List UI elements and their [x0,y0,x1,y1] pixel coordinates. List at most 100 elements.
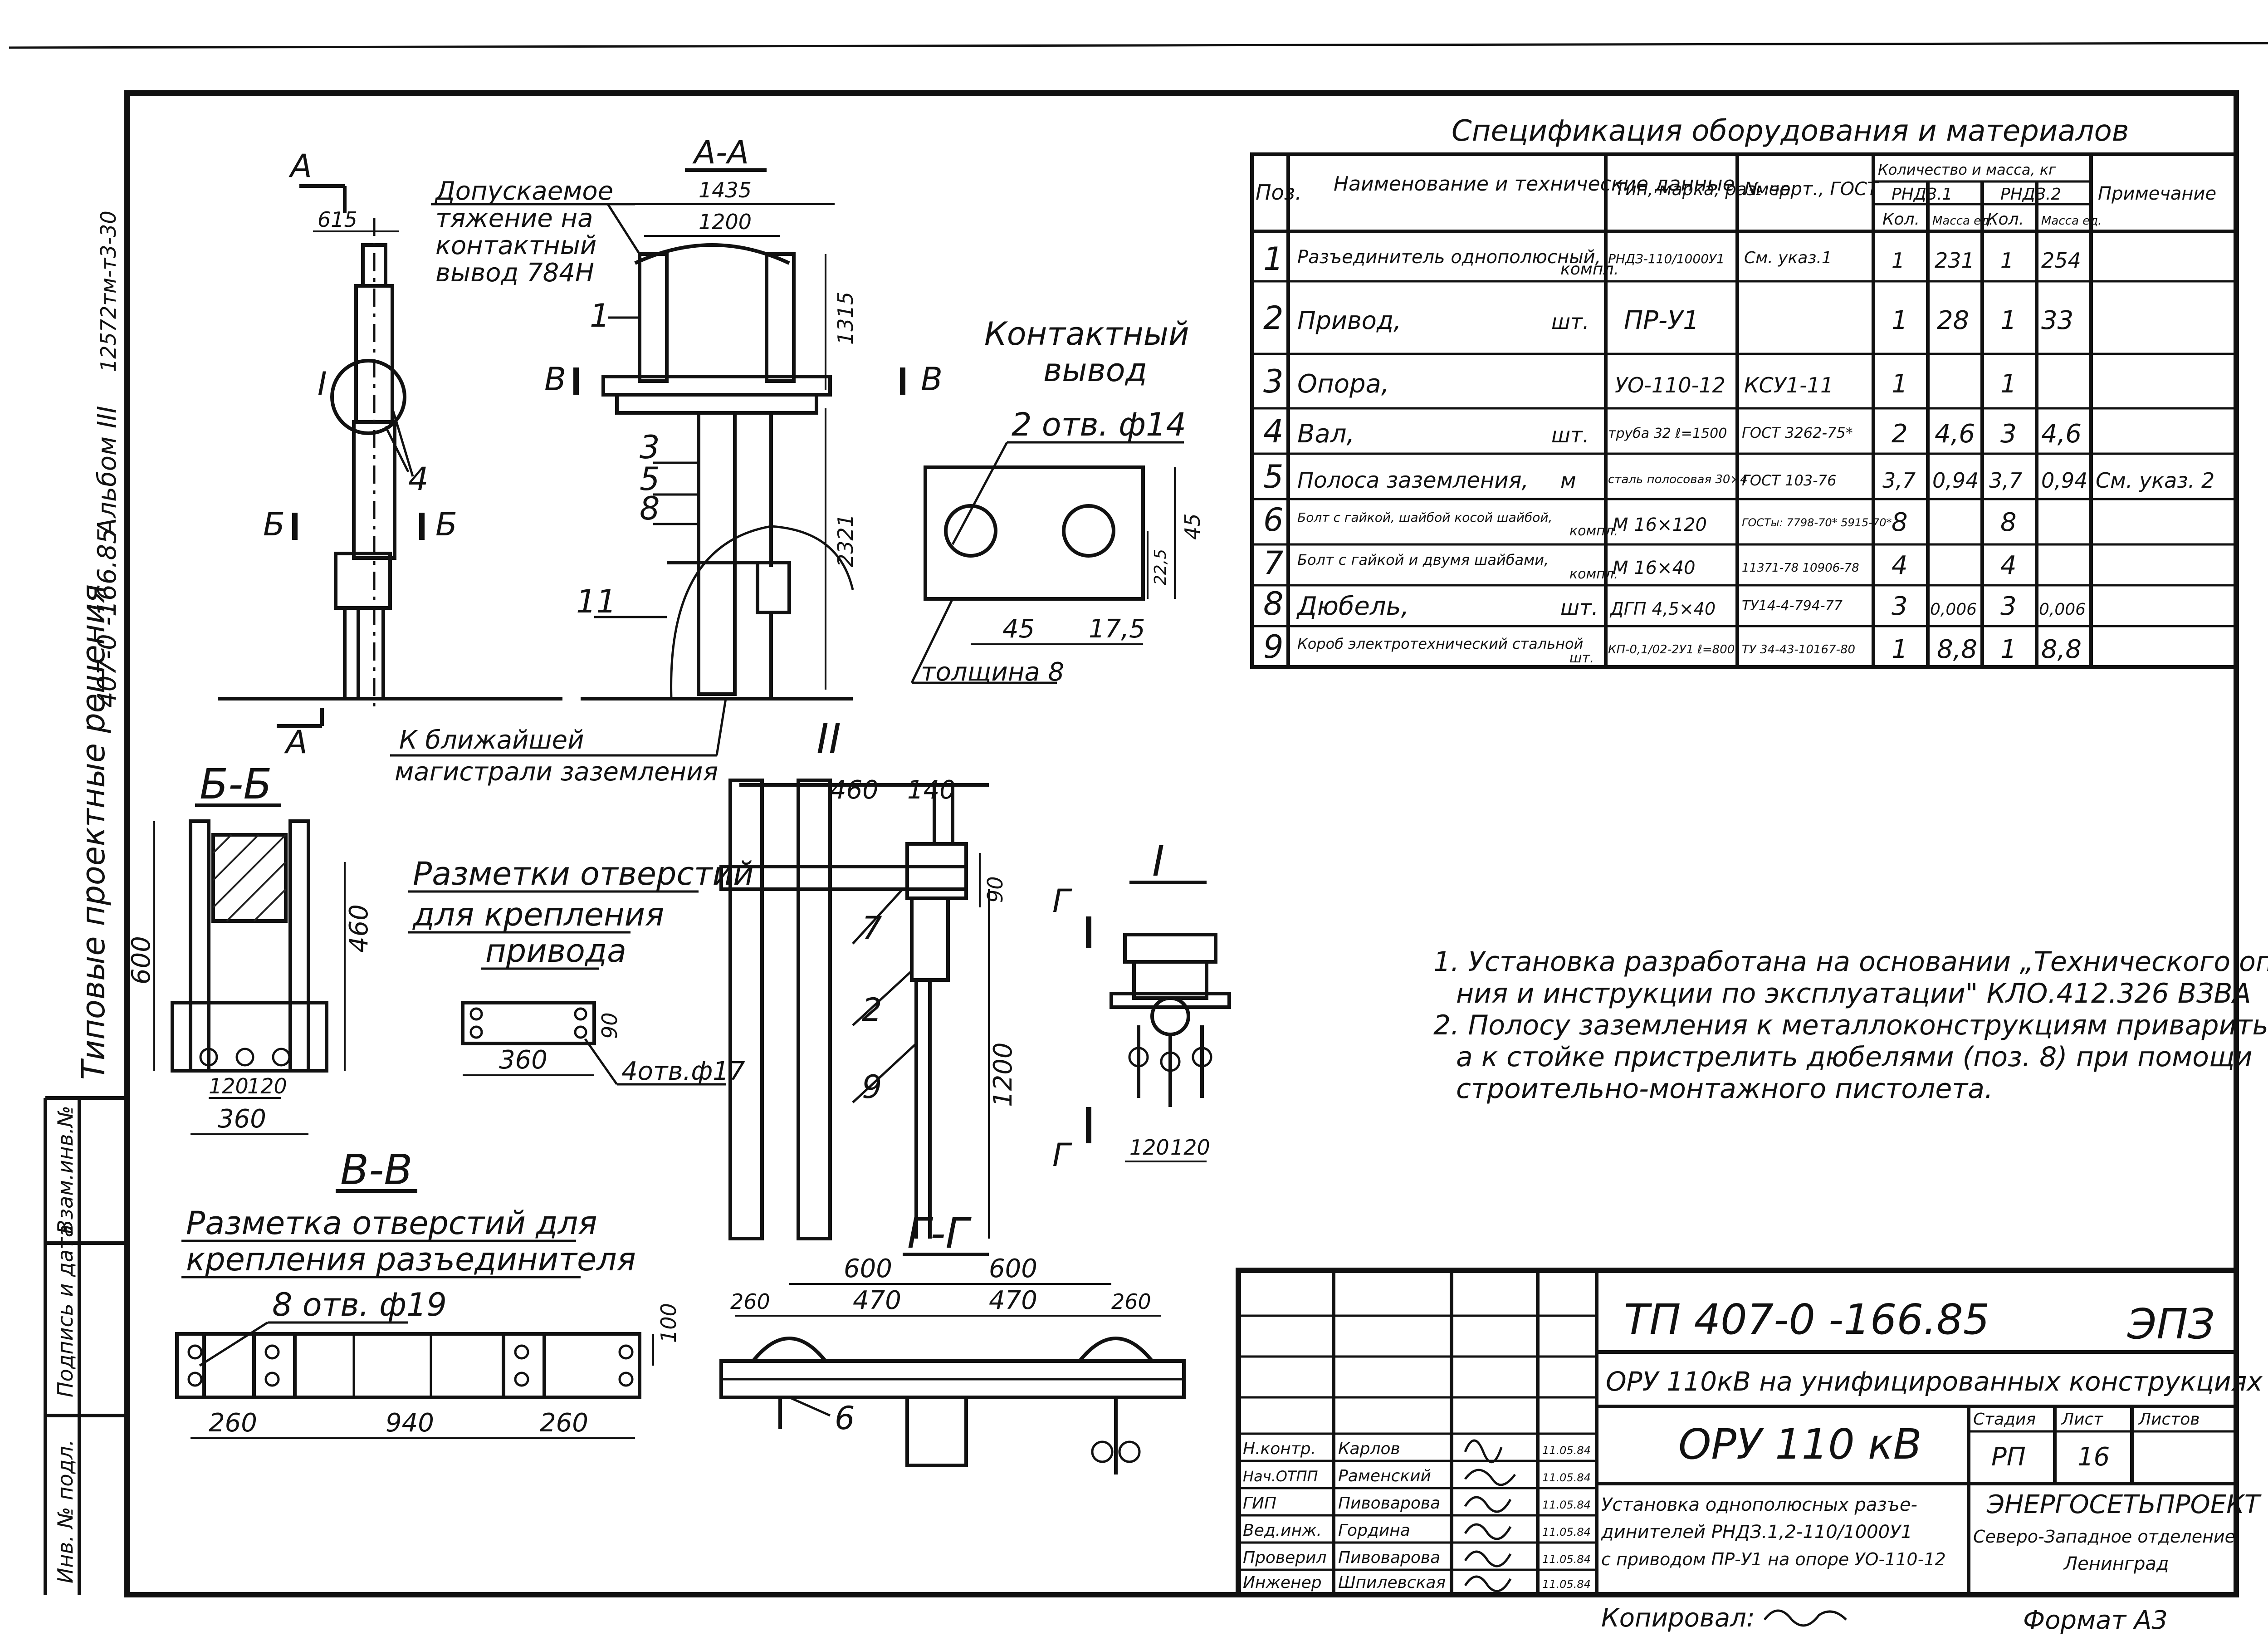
gg-marker-bottom: Г [1052,1136,1072,1174]
spec-cell-type: М 16×40 [1613,558,1696,578]
spec-cell-m2: 0,94 [2041,468,2087,493]
specification-table: Спецификация оборудования и материалов П… [1250,114,2238,669]
drive-hole [574,1025,587,1039]
spec-cell-m2: 254 [2041,248,2081,273]
tension-note-line: тяжение на [435,204,593,233]
ii-column [797,779,832,1240]
vv-marks-title: Разметка отверстий для [186,1205,597,1242]
dim-1435: 1435 [699,178,752,202]
spec-row: 3 Опора, УО-110-12 КСУ1-11 1 1 [1263,363,2017,400]
album-label: Альбом III [93,406,122,537]
spec-cell-type: ДГП 4,5×40 [1609,599,1716,619]
view-ii: 460 140 90 1200 7 2 9 [719,775,1018,1240]
spec-cell-unit: компл. [1560,260,1619,279]
spec-cell-unit: шт. [1560,595,1598,620]
contact-terminal-detail: Контактный вывод 2 отв. ф14 45 17,5 45 2… [910,315,1205,687]
tb-staff-date: 11.05.84 [1542,1444,1591,1457]
spec-row: 8 Дюбель, шт. ДГП 4,5×40 ТУ14-4-794-77 3… [1263,585,2086,622]
gg-dim-600b: 600 [989,1254,1037,1283]
support-cap [334,552,392,610]
tb-dept: ЭПЗ [2127,1300,2214,1348]
tb-staff-date: 11.05.84 [1542,1553,1591,1566]
bb-post [189,819,210,1073]
spec-cell-m2: 33 [2041,306,2073,335]
signature-mark [1464,1523,1512,1540]
dim-2321: 2321 [833,514,858,567]
spec-cell-drawing: КСУ1-11 [1744,373,1833,397]
spec-cell-drawing: ГОСТы: 7798-70* 5915-70* [1742,516,1892,529]
ii-beam [719,865,968,891]
leader [199,1321,269,1367]
spec-cell-q1: 2 [1892,419,1908,449]
ii-dim-460: 460 [830,775,879,805]
marker-i: I [318,365,327,402]
spec-cell-m1: 28 [1937,306,1969,335]
spec-cell-type: М 16×120 [1613,514,1707,535]
ground-strip [670,525,854,699]
gg-dim-260b: 260 [1111,1289,1151,1314]
drive-box [756,561,791,614]
vv-hole [187,1344,203,1360]
pos-5: 5 [640,460,660,498]
spec-cell-q1: 3,7 [1882,468,1916,493]
spec-h-mass1: Масса ед. [1932,214,1993,228]
spec-cell-q1: 1 [1892,635,1908,664]
project-label: 407-0 -166.85 [93,528,122,708]
archive-label: 12572тм-т3-30 [96,211,121,372]
gg-pos-6: 6 [835,1400,855,1437]
spec-cell-unit: шт. [1569,650,1594,666]
gg-nut [1118,1440,1141,1463]
frame-beam [615,393,818,415]
spec-cell-q2: 1 [2000,248,2014,273]
drive-hole-markings: Разметки отверстий для крепления привода… [408,855,754,1086]
spec-cell-q1: 1 [1892,248,1905,273]
tb-object: ОРУ 110кВ на унифицированных конструкция… [1606,1366,2263,1397]
leader [852,1043,917,1103]
dim-45: 45 [1002,614,1035,644]
spec-cell-unit: м [1560,468,1576,493]
spec-h-note: Примечание [2098,183,2216,204]
tb-staff-role: Нач.ОТПП [1243,1468,1318,1485]
spec-cell-pos: 7 [1263,544,1284,582]
spec-cell-m1: 8,8 [1937,635,1977,664]
note-line: а к стойке пристрелить дюбелями (поз. 8)… [1456,1041,2253,1073]
aa-title: А-А [692,134,749,171]
spec-h-count2: Кол. [1987,210,2024,229]
spec-cell-name: Опора, [1297,369,1389,399]
gg-dim-260a: 260 [730,1289,770,1314]
vv-clamp [175,1332,206,1399]
leader [852,888,904,945]
spec-cell-unit: шт. [1551,423,1589,447]
spec-h-rnd31: РНДЗ.1 [1892,185,1952,204]
scan-edge-line [9,42,2268,49]
contact-title: Контактный [984,315,1189,353]
spec-cell-q1: 1 [1892,306,1908,335]
spec-cell-m1: 4,6 [1935,419,1975,449]
spec-cell-m1: 0,006 [1930,600,1977,619]
bb-title: Б-Б [200,760,272,808]
dim-460: 460 [344,904,374,953]
spec-grid-outer [1250,152,2238,669]
tb-staff-name: Пивоварова [1338,1548,1440,1567]
tension-note-line: вывод 784Н [435,258,594,288]
drive-hole [469,1025,483,1039]
spec-cell-drawing: ГОСТ 3262-75* [1742,424,1853,441]
spec-cell-m2: 4,6 [2041,419,2082,449]
note-line: ния и инструкции по эксплуатации" КЛО.41… [1456,978,2251,1009]
leader [384,426,410,473]
spec-cell-type: КП-0,1/02-2У1 ℓ=800 [1608,643,1735,656]
dim-1315: 1315 [833,292,858,345]
contact-title: вывод [1043,352,1147,389]
drive-marks-title: для крепления [412,896,664,933]
spec-cell-q2: 1 [2000,306,2017,335]
spec-cell-m1: 231 [1935,248,1975,273]
spec-h-mass2: Масса ед. [2041,214,2102,228]
signature-mark [1464,1469,1516,1486]
tb-staff-name: Пивоварова [1338,1494,1440,1513]
vv-dim-260a: 260 [209,1408,257,1438]
drive-hole [469,1007,483,1021]
vv-marks-title: крепления разъединителя [186,1241,636,1278]
tb-staff-role: ГИП [1243,1494,1276,1513]
detail-nut [1192,1047,1212,1068]
general-notes: 1. Установка разработана на основании „Т… [1433,946,2268,1105]
